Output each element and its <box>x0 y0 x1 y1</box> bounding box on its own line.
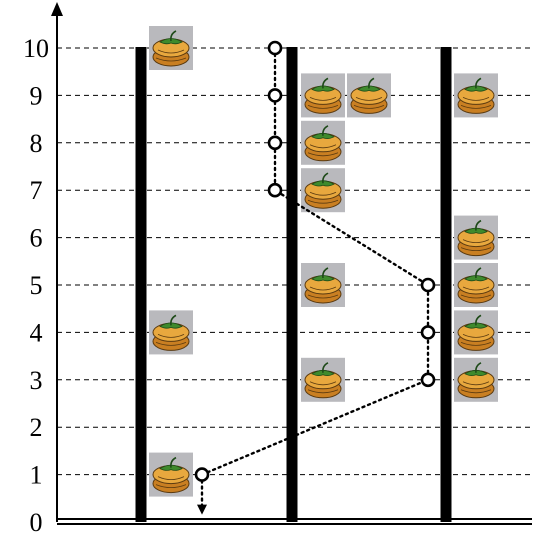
pumpkin-icon <box>454 73 498 118</box>
pumpkin-icon <box>149 310 193 355</box>
pumpkin-icon <box>301 357 345 402</box>
path-marker <box>420 325 436 340</box>
y-tick-label: 4 <box>30 318 43 347</box>
pumpkin-tiles <box>149 26 498 497</box>
pumpkin-icon <box>301 120 345 165</box>
y-tick-label: 10 <box>23 34 49 63</box>
pumpkin-icon <box>149 452 193 497</box>
pumpkin-icon <box>347 73 391 118</box>
pole-middle <box>286 47 298 522</box>
pumpkin-icon <box>301 168 345 213</box>
y-tick-label: 9 <box>30 81 43 110</box>
pumpkin-icon <box>301 263 345 307</box>
y-tick-label: 8 <box>30 129 43 158</box>
path-trace <box>194 40 436 515</box>
path-marker <box>267 182 283 198</box>
ground-line <box>57 518 532 525</box>
y-tick-label: 1 <box>30 461 43 490</box>
y-axis <box>51 2 63 522</box>
y-axis-arrow-icon <box>51 2 63 16</box>
y-tick-label: 0 <box>30 508 43 537</box>
path-marker <box>267 88 283 103</box>
path-marker <box>420 372 436 388</box>
pumpkin-icon <box>454 310 498 355</box>
pumpkin-icon <box>301 73 345 118</box>
path-marker <box>267 135 283 151</box>
y-tick-label: 7 <box>30 176 43 205</box>
y-tick-label: 5 <box>30 271 43 300</box>
y-tick-label: 6 <box>30 224 43 253</box>
arrow-down-icon <box>197 504 207 515</box>
pumpkin-icon <box>454 357 498 402</box>
path-marker <box>267 40 283 56</box>
pumpkin-icon <box>454 215 498 260</box>
pole-left <box>135 47 147 522</box>
poles <box>135 47 452 522</box>
pole-right <box>440 47 452 522</box>
pumpkin-icon <box>149 26 193 70</box>
pumpkin-icon <box>454 263 498 307</box>
path-line <box>200 46 430 476</box>
path-marker <box>194 467 210 482</box>
y-axis-tick-labels: 0 1 2 3 4 5 6 7 8 9 10 <box>23 34 49 537</box>
y-tick-label: 3 <box>30 366 43 395</box>
y-tick-label: 2 <box>30 413 43 442</box>
path-marker <box>420 277 436 293</box>
